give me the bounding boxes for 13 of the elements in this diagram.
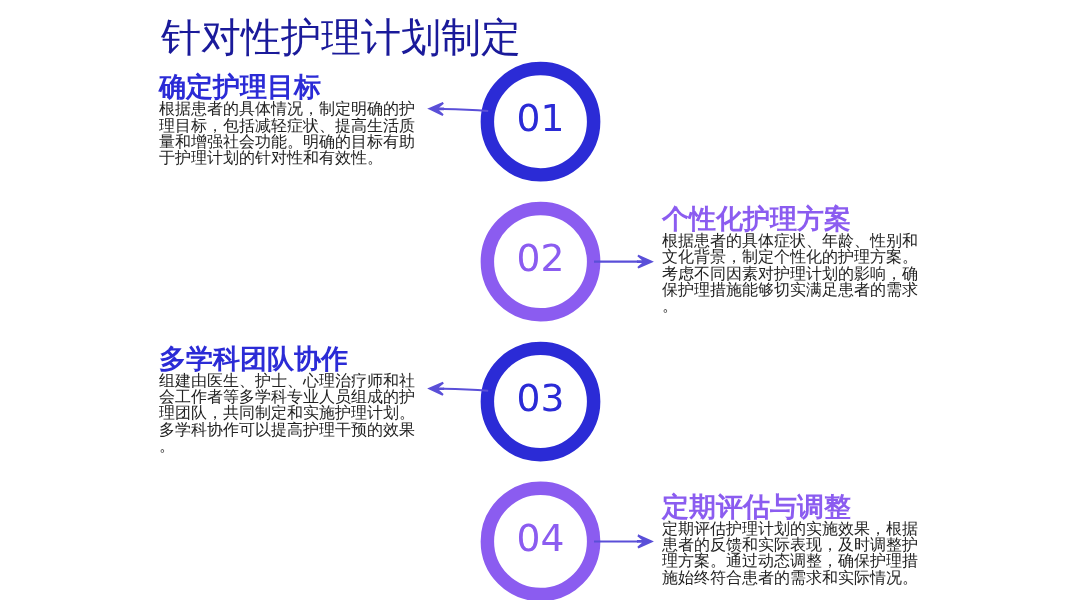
- node-text: 多学科团队协作 组建由医生、护士、心理治疗师和社会工作者等多学科专业人员组成的护理团队，共同制定和实施护理计划。多学科协作可以提高护理干预的效果。: [158, 342, 415, 455]
- node-circle: 02: [480, 201, 600, 322]
- node-text: 确定护理目标 根据患者的具体情况，制定明确的护理目标，包括减轻症状、提高生活质量和增强社会功能。明确的目标有助于护理计划的针对性和有效性。: [158, 71, 415, 167]
- node-text: 定期评估与调整 定期评估护理计划的实施效果，根据患者的反馈和实际表现，及时调整护理方案。通过动态调整，确保护理措施始终符合患者的需求和实际情况。: [661, 490, 918, 587]
- node-circle: 01: [480, 61, 600, 182]
- node-text: 个性化护理方案 根据患者的具体症状、年龄、性别和文化背景，制定个性化的护理方案。考虑不同因素对护理计划的影响，确保护理措施能够切实满足患者的需求。: [661, 203, 918, 315]
- arrow: [428, 381, 488, 396]
- arrow: [593, 254, 652, 269]
- arrow: [428, 101, 488, 116]
- arrow: [593, 534, 652, 549]
- node-circle: 04: [480, 481, 600, 600]
- node-circle: 03: [480, 341, 600, 462]
- diagram-title: 针对性护理计划制定: [160, 14, 521, 62]
